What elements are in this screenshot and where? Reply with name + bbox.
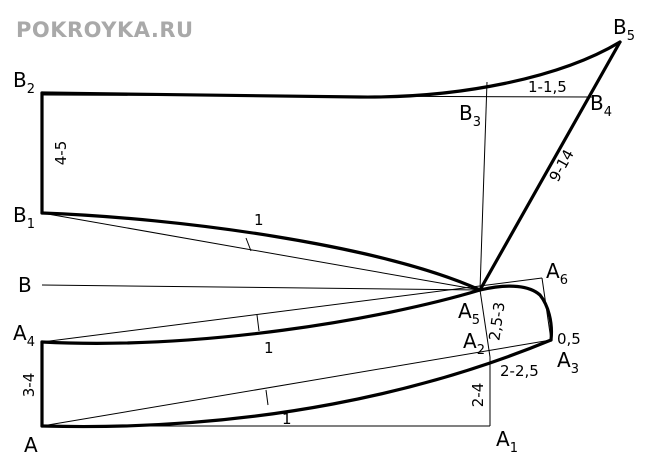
label-a6: A6 <box>546 259 568 288</box>
meas-b3-b4: 1-1,5 <box>528 78 567 96</box>
label-b: B <box>18 273 32 297</box>
label-a: A <box>24 433 38 457</box>
pattern-outline <box>40 40 622 429</box>
label-b3: B3 <box>459 101 481 130</box>
meas-curve-b1: 1 <box>254 211 264 229</box>
meas-curve-a4: 1 <box>264 339 274 357</box>
label-a5: A5 <box>458 299 480 328</box>
curve-a5-a3 <box>478 284 554 342</box>
edge-b2-b5 <box>40 40 622 99</box>
label-b5: B5 <box>613 15 635 44</box>
label-a1: A1 <box>496 427 518 456</box>
meas-a3-a6: 0,5 <box>557 330 581 348</box>
label-b1: B1 <box>13 203 35 232</box>
mark-curve-a4 <box>256 314 260 332</box>
label-a2: A2 <box>463 329 485 358</box>
meas-a2-a5: 2,5-3 <box>485 301 508 342</box>
meas-a4-a: 3-4 <box>20 373 38 398</box>
point-labels: B5 B2 B3 B4 B1 B A6 A5 A4 A2 A3 A A1 <box>13 15 635 457</box>
curve-a-a3 <box>40 338 553 429</box>
label-a3: A3 <box>557 348 579 377</box>
label-b4: B4 <box>590 91 612 120</box>
mark-curve-a <box>265 389 269 406</box>
line-b-a5 <box>41 284 481 291</box>
edge-b5-a5 <box>478 40 622 292</box>
watermark-logo: POKROYKA.RU <box>16 18 194 42</box>
line-a4-a6 <box>41 277 543 343</box>
meas-curve-a: 1 <box>282 410 292 428</box>
curve-a4-a5 <box>40 288 482 345</box>
label-a4: A4 <box>13 321 35 350</box>
label-b2: B2 <box>13 68 35 97</box>
meas-a2-a3: 2-2,5 <box>500 362 539 380</box>
line-a-a3 <box>41 339 552 427</box>
measurement-labels: 4-5 1-1,5 9-14 1 1 1 3-4 2,5-3 2-4 2-2,5… <box>20 78 581 428</box>
meas-b2-b1: 4-5 <box>52 141 70 166</box>
mark-curve-b1 <box>245 237 252 252</box>
line-a2-a5 <box>479 289 491 358</box>
meas-a1-a2: 2-4 <box>469 383 487 408</box>
line-b1-a5 <box>41 212 481 291</box>
line-b3-a5 <box>479 81 488 291</box>
meas-b4-b5: 9-14 <box>546 146 578 185</box>
curve-b1-a5 <box>40 211 482 292</box>
